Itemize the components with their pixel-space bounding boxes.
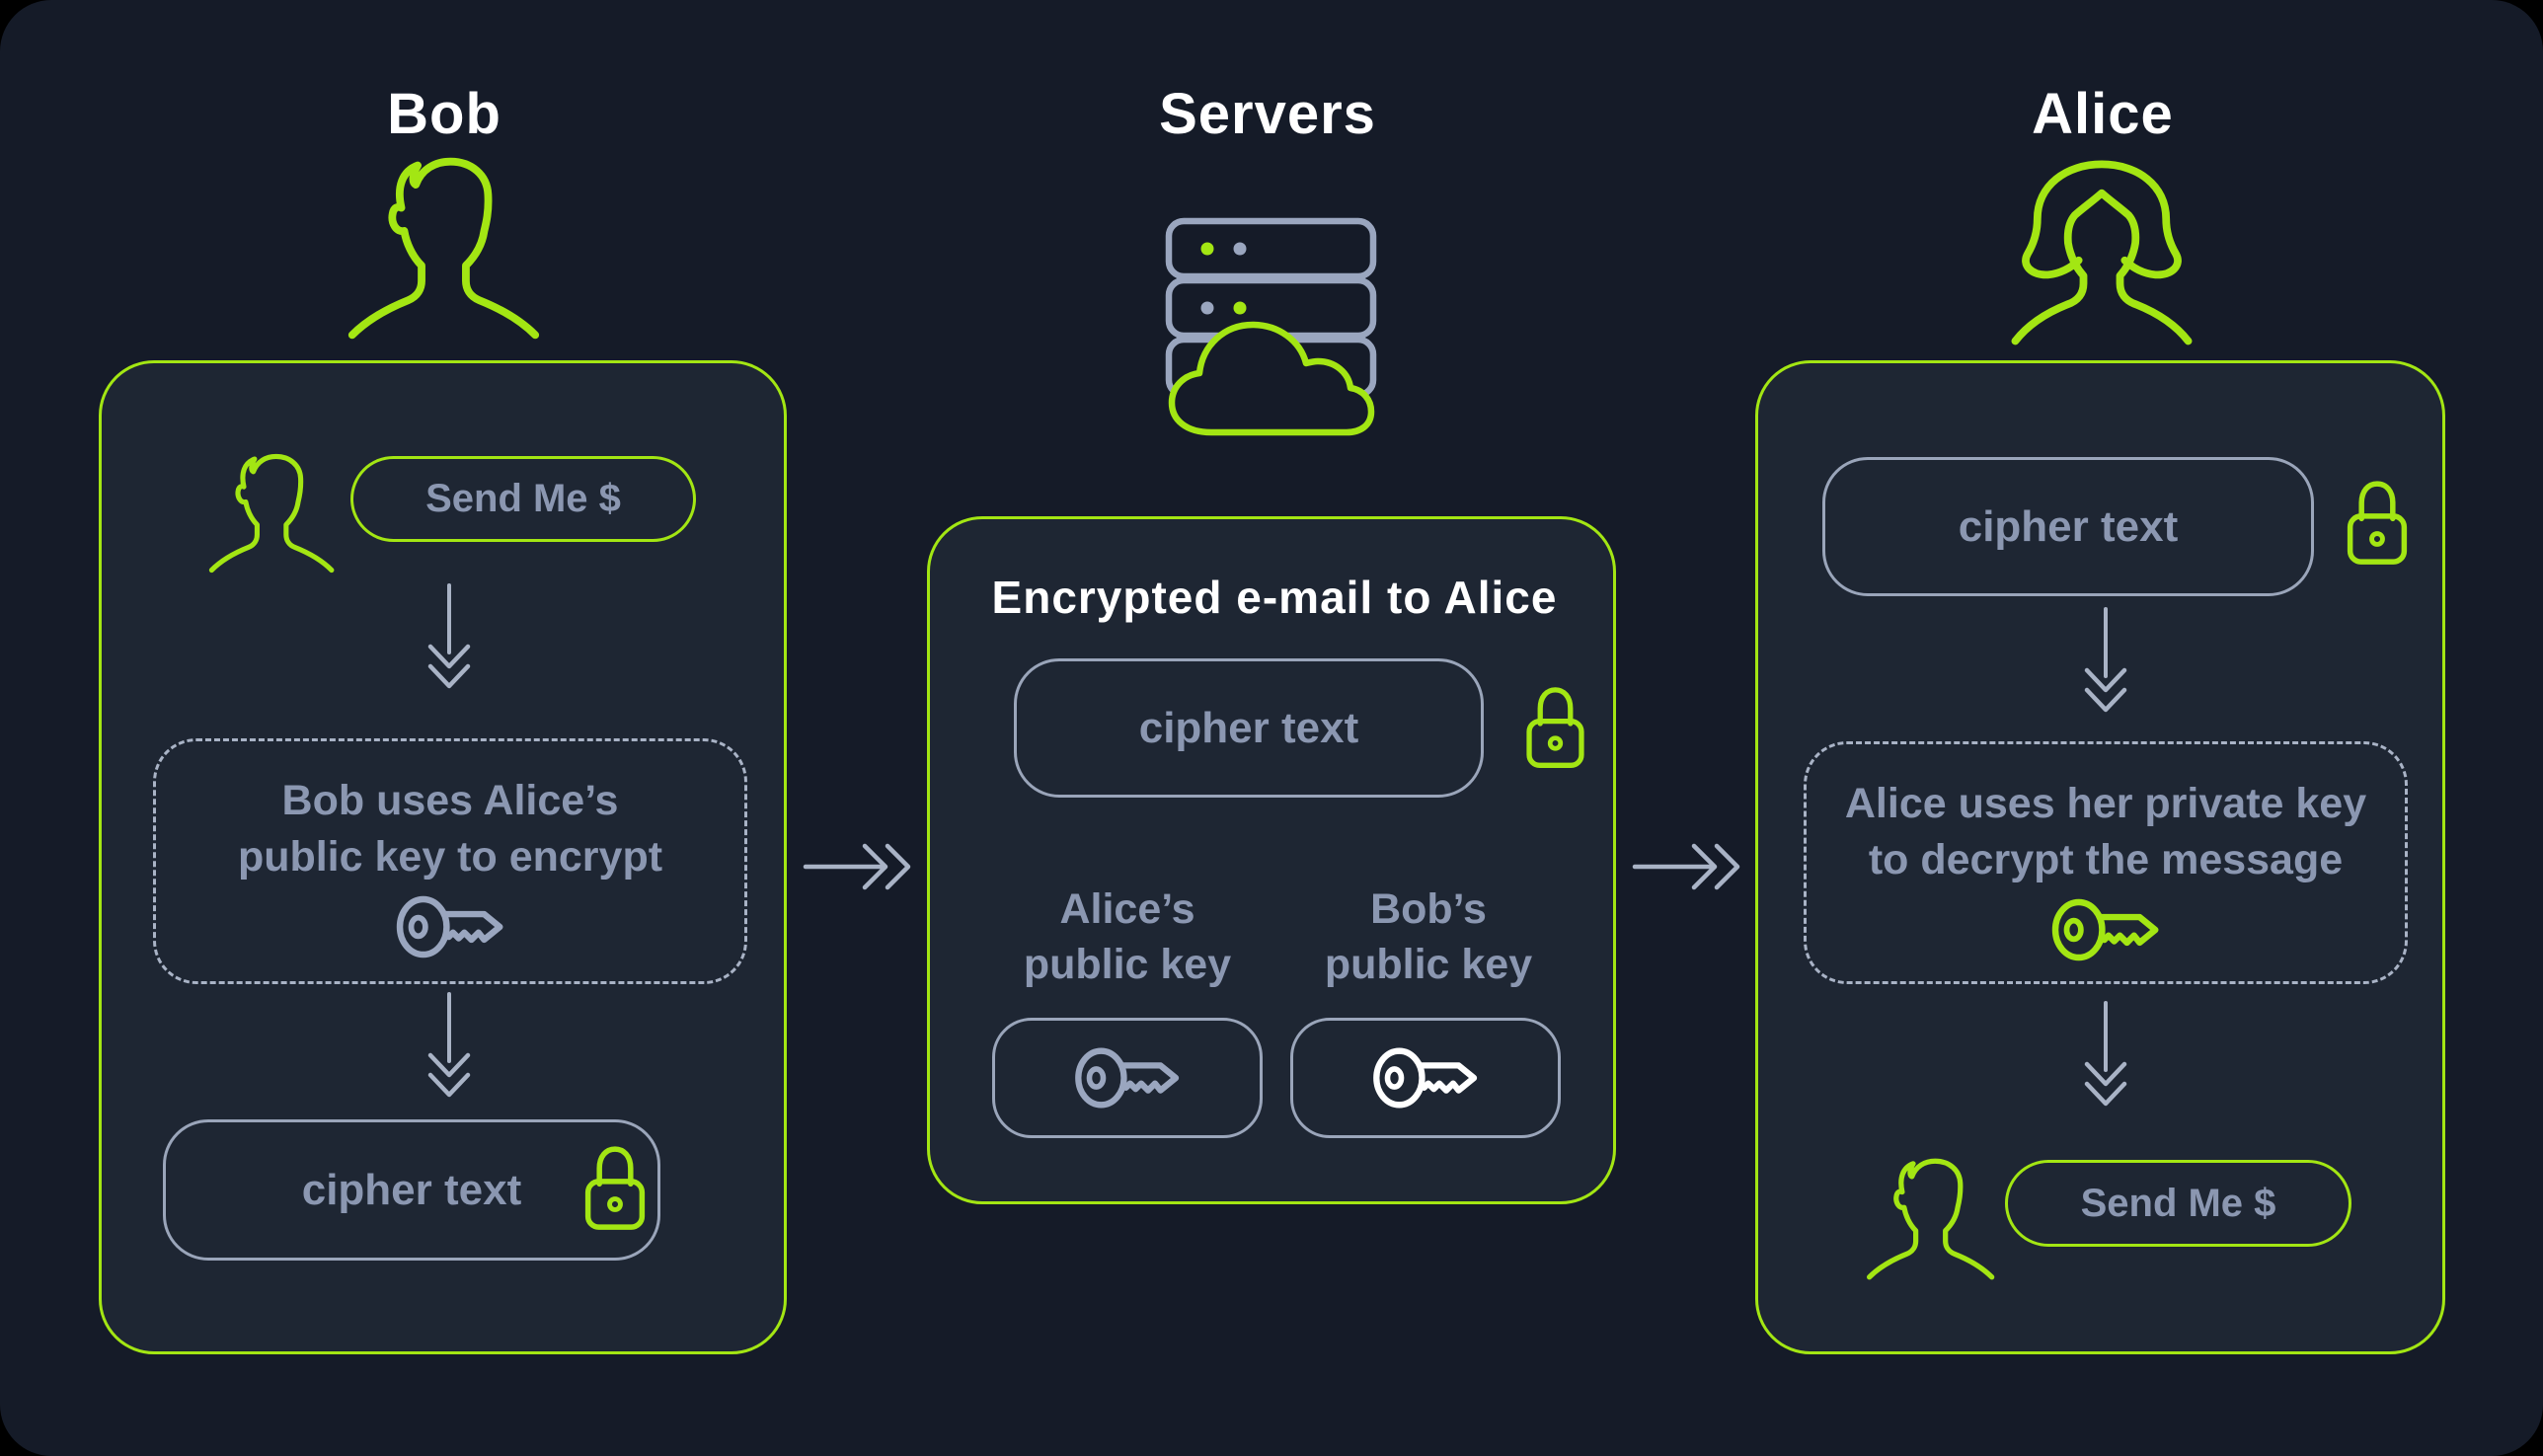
bob-small-avatar-icon (1860, 1156, 2000, 1282)
alice-cipher-pill: cipher text (1822, 457, 2314, 596)
bob-public-key-pill (1290, 1018, 1561, 1138)
servers-panel-heading: Encrypted e-mail to Alice (991, 572, 1558, 623)
alice-decrypt-step-box: Alice uses her private key to decrypt th… (1804, 741, 2408, 984)
arrow-down-icon (2082, 1000, 2129, 1120)
server-cipher-label: cipher text (1138, 703, 1359, 752)
bob-public-key-icon (1371, 1043, 1480, 1112)
alice-panel: cipher text Alice uses her private key t… (1755, 360, 2445, 1354)
alice-public-key-label-line2: public key (1023, 941, 1232, 988)
lock-icon (583, 1143, 647, 1232)
alice-public-key-icon (1073, 1043, 1182, 1112)
arrow-down-icon (425, 583, 473, 702)
arrow-right-icon (803, 839, 919, 894)
alice-public-key-label: Alice’s public key (979, 881, 1275, 992)
arrow-down-icon (2082, 607, 2129, 726)
alice-title: Alice (2032, 82, 2174, 146)
alice-public-key-pill (992, 1018, 1263, 1138)
arrow-down-icon (425, 992, 473, 1111)
servers-title: Servers (1159, 82, 1376, 146)
lock-icon (2345, 478, 2410, 567)
server-cipher-pill: cipher text (1014, 658, 1484, 798)
bob-public-key-label-line2: public key (1324, 941, 1533, 988)
bob-small-avatar-icon (205, 449, 337, 577)
bob-panel: Send Me $ Bob uses Alice’s public key to… (99, 360, 787, 1354)
servers-panel: Encrypted e-mail to Alice cipher text Al… (927, 516, 1616, 1204)
bob-encrypt-step-box: Bob uses Alice’s public key to encrypt (153, 738, 747, 984)
bob-public-key-label: Bob’s public key (1280, 881, 1577, 992)
alice-cipher-label: cipher text (1958, 501, 2179, 551)
bob-public-key-label-line1: Bob’s (1370, 885, 1487, 933)
lock-icon (1523, 684, 1587, 770)
servers-cloud-icon (1165, 217, 1377, 436)
alice-process-text-line2: to decrypt the message (1868, 836, 2344, 883)
private-key-icon (2050, 894, 2161, 965)
bob-process-text-line2: public key to encrypt (237, 833, 663, 881)
bob-message-pill: Send Me $ (350, 456, 696, 542)
alice-process-text-line1: Alice uses her private key (1844, 780, 2367, 827)
alice-message-pill: Send Me $ (2005, 1160, 2351, 1247)
alice-avatar-icon (1994, 154, 2209, 347)
bob-cipher-pill: cipher text (163, 1119, 660, 1261)
alice-public-key-label-line1: Alice’s (1059, 885, 1195, 933)
bob-title: Bob (387, 82, 501, 146)
bob-cipher-label: cipher text (301, 1165, 522, 1214)
public-key-icon (395, 891, 505, 962)
bob-process-text-line1: Bob uses Alice’s (281, 777, 619, 824)
bob-message-label: Send Me $ (425, 477, 621, 520)
alice-message-label: Send Me $ (2080, 1181, 2276, 1225)
bob-avatar-icon (343, 151, 543, 345)
arrow-right-icon (1632, 839, 1748, 894)
